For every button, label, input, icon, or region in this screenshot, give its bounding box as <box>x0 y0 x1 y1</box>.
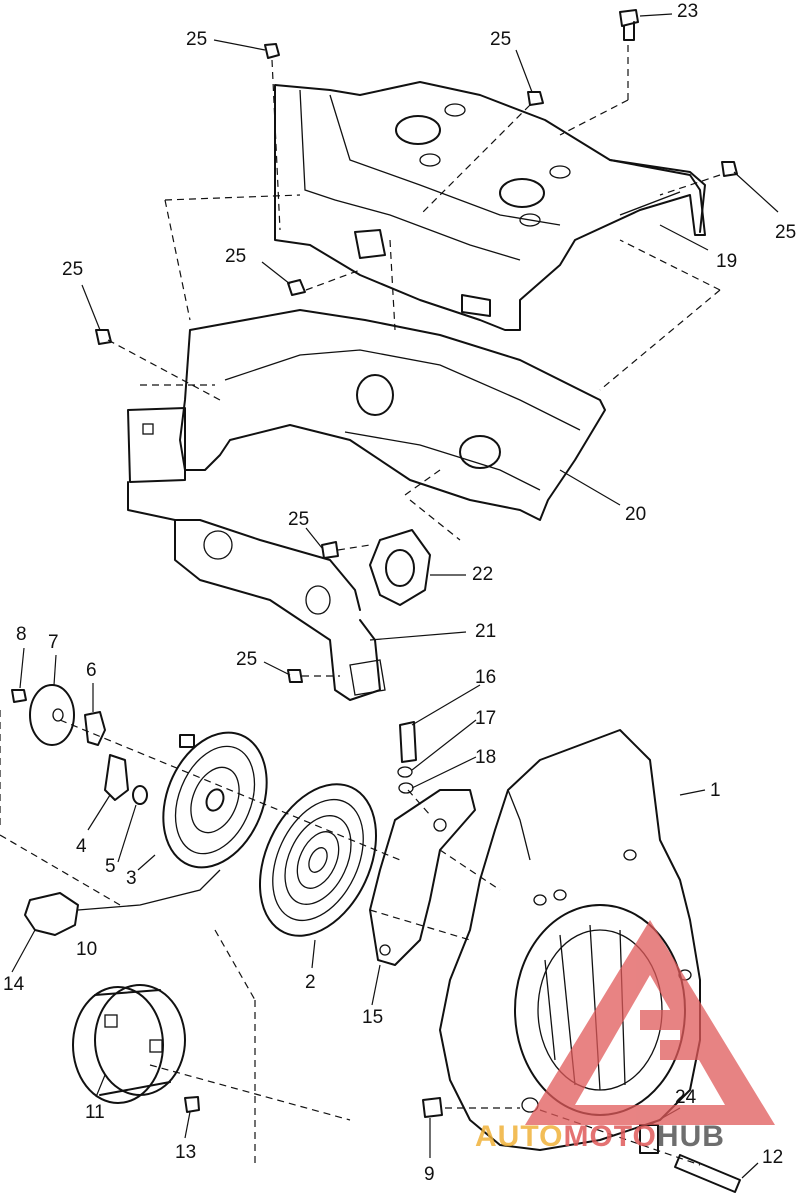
callout-25-left: 25 <box>62 259 83 280</box>
callout-25-top-left: 25 <box>186 29 207 50</box>
callout-9: 9 <box>424 1164 435 1185</box>
callout-5: 5 <box>105 856 116 877</box>
callout-14: 14 <box>3 974 25 995</box>
plate-7 <box>29 684 75 746</box>
callout-21: 21 <box>475 621 496 642</box>
callout-10: 10 <box>76 939 97 960</box>
callout-8: 8 <box>16 624 27 645</box>
starter-handle-14 <box>24 869 221 936</box>
lower-shroud-20 <box>127 309 606 701</box>
watermark-part-hub: HUB <box>657 1120 725 1153</box>
watermark-inner-mark-icon <box>640 1010 700 1060</box>
callout-20: 20 <box>625 504 646 525</box>
gasket-22 <box>369 529 431 606</box>
recoil-spring-2 <box>258 783 378 937</box>
callout-25-gasket: 25 <box>288 509 309 530</box>
watermark-part-auto: AUTO <box>475 1120 563 1153</box>
watermark-part-moto: MOTO <box>563 1120 656 1153</box>
leader-lines <box>11 13 779 1179</box>
callout-25-right: 25 <box>775 222 796 243</box>
upper-shroud-19 <box>274 81 706 331</box>
recoil-pulley-3 <box>162 731 268 869</box>
callout-22: 22 <box>472 564 493 585</box>
callout-7: 7 <box>48 632 59 653</box>
pawl-6 <box>84 711 106 746</box>
callout-23: 23 <box>677 1 698 22</box>
callout-15: 15 <box>362 1007 383 1028</box>
callout-11: 11 <box>85 1102 105 1123</box>
spacer-5 <box>132 785 148 805</box>
callout-25-bottom: 25 <box>236 649 257 670</box>
callout-2: 2 <box>305 972 316 993</box>
bracket-15 <box>369 789 476 966</box>
pawl-4 <box>104 754 129 801</box>
callout-13: 13 <box>175 1142 196 1163</box>
callout-12: 12 <box>762 1147 783 1168</box>
watermark-text: AUTOMOTOHUB <box>475 1120 725 1153</box>
callout-19: 19 <box>716 251 737 272</box>
watermark-triangle-icon <box>525 920 775 1125</box>
starter-cup-11 <box>72 984 186 1104</box>
callout-6: 6 <box>86 660 97 681</box>
callout-3: 3 <box>126 868 137 889</box>
callout-25-top-center: 25 <box>490 29 511 50</box>
callout-labels: 1 2 3 4 5 6 7 8 9 10 11 12 13 14 15 16 1… <box>3 1 796 1185</box>
callout-18: 18 <box>475 747 496 768</box>
callout-4: 4 <box>76 836 87 857</box>
fasteners <box>11 9 741 1193</box>
assembly-guide-lines <box>0 45 721 1166</box>
callout-17: 17 <box>475 708 496 729</box>
watermark-logo <box>525 920 775 1125</box>
callout-25-mid: 25 <box>225 246 246 267</box>
callout-24: 24 <box>675 1087 697 1108</box>
callout-1: 1 <box>710 780 721 801</box>
callout-16: 16 <box>475 667 496 688</box>
